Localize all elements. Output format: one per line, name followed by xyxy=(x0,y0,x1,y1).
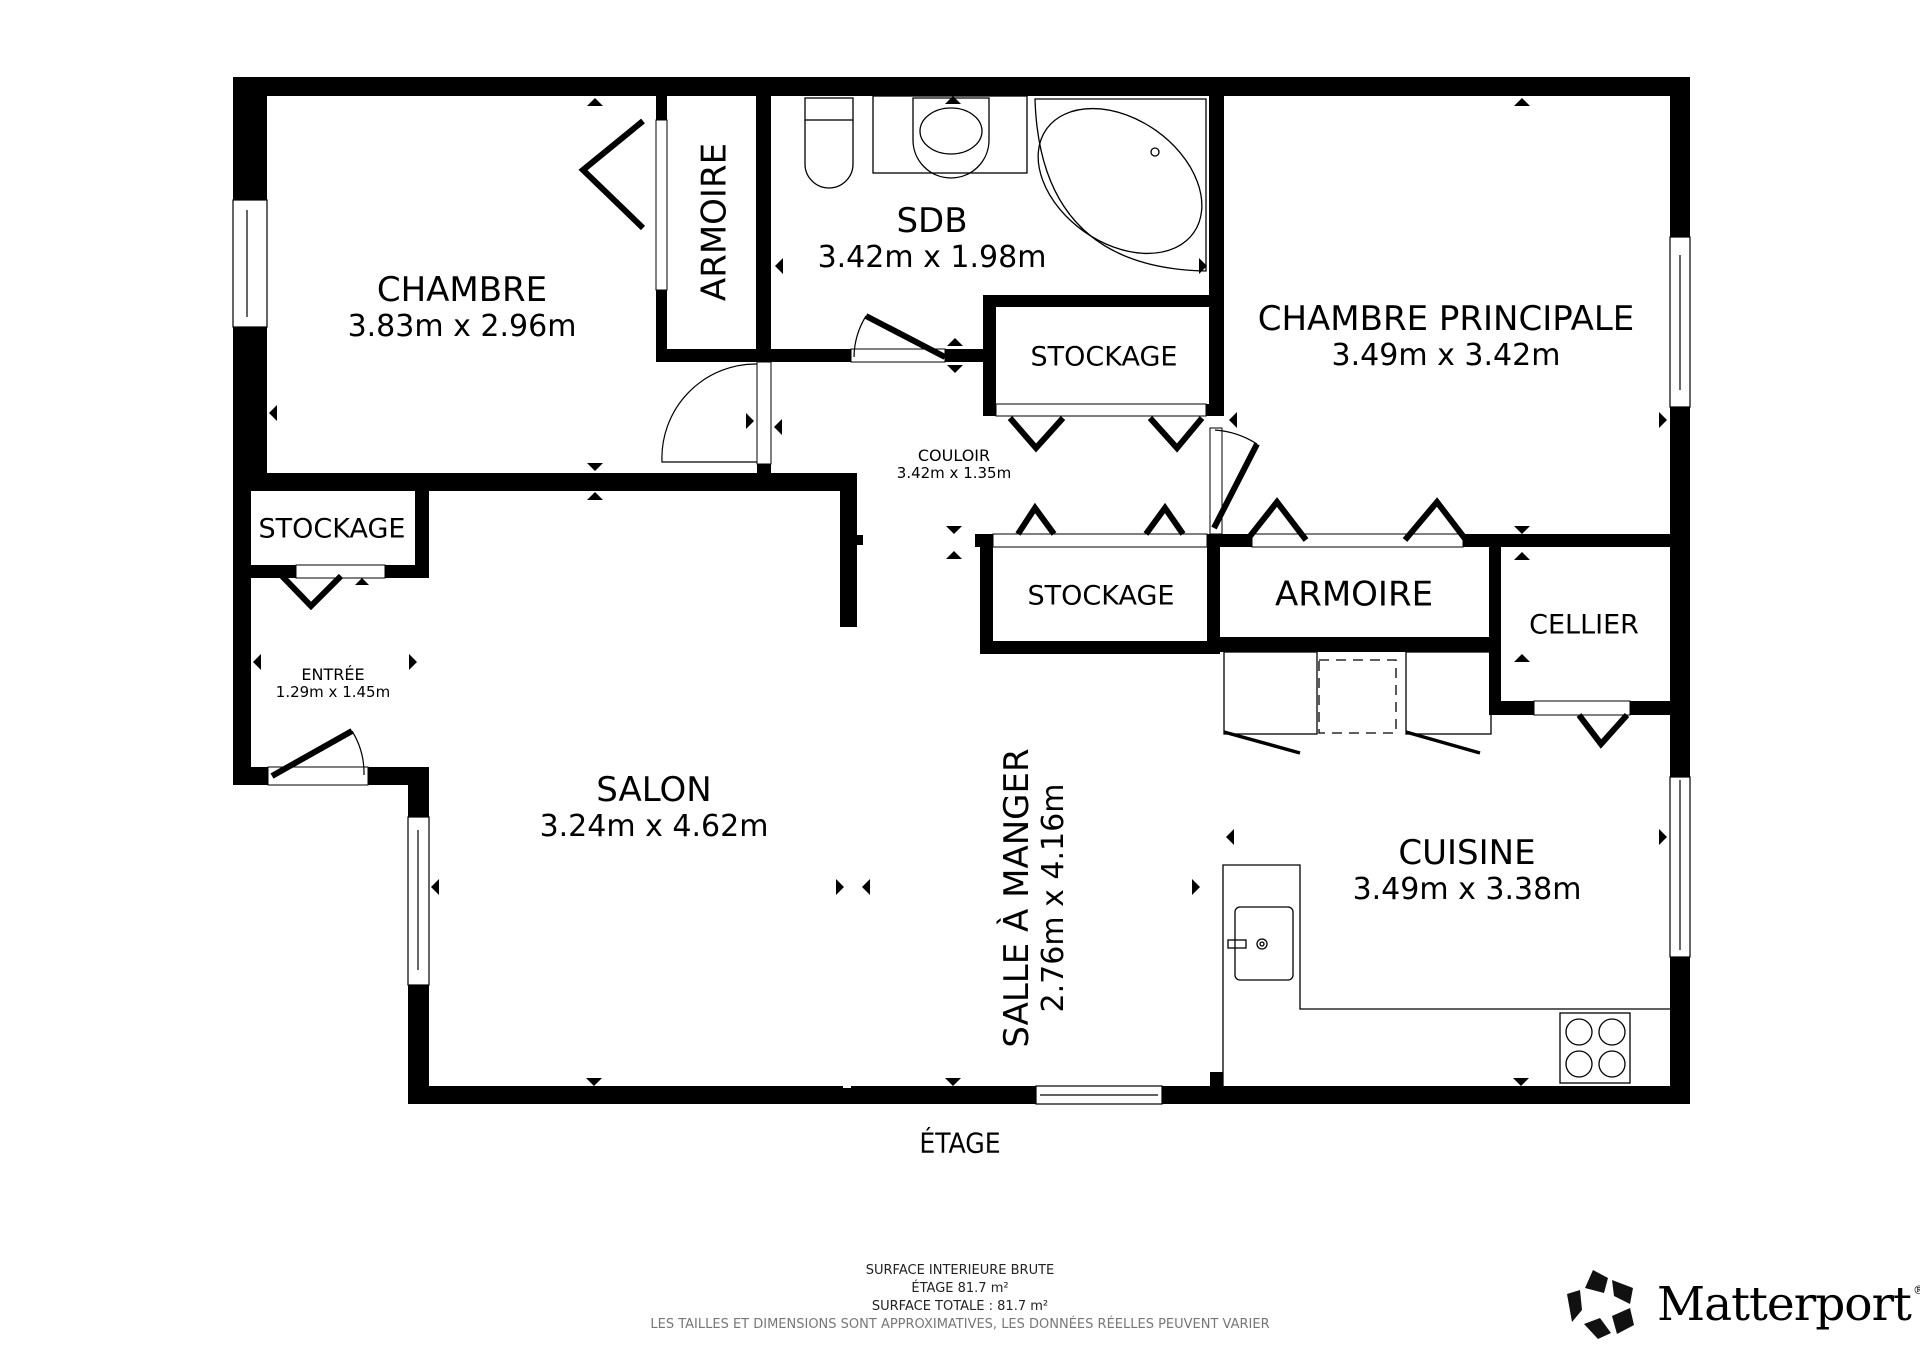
brand-name: Matterport® xyxy=(1657,1277,1920,1332)
room-name: SDB xyxy=(896,201,968,242)
room-dimensions: 3.49m x 3.38m xyxy=(1352,872,1582,908)
room-dimensions: 3.24m x 4.62m xyxy=(539,809,769,845)
matterport-logo-icon xyxy=(1567,1270,1634,1339)
room-name: STOCKAGE xyxy=(1030,341,1178,373)
brand-text: Matterport xyxy=(1657,1276,1912,1332)
room-name: ARMOIRE xyxy=(1274,574,1434,615)
room-salon: SALON 3.24m x 4.62m xyxy=(540,771,769,845)
fixtures xyxy=(804,95,1670,1086)
room-name: CELLIER xyxy=(1529,609,1639,641)
room-dimensions: 3.49m x 3.42m xyxy=(1331,338,1561,374)
total-area: SURFACE TOTALE : 81.7 m² xyxy=(871,1299,1049,1314)
room-dimensions: 2.76m x 4.16m xyxy=(1036,783,1072,1013)
room-name: SALON xyxy=(596,770,712,811)
room-stockage-sdb: STOCKAGE xyxy=(1031,341,1178,372)
room-name: CHAMBRE PRINCIPALE xyxy=(1257,299,1635,340)
room-stockage-entree: STOCKAGE xyxy=(259,513,406,544)
floor-area: ÉTAGE 81.7 m² xyxy=(911,1281,1009,1296)
sink-icon xyxy=(919,107,983,155)
room-name: COULOIR xyxy=(917,446,991,466)
room-dimensions: 3.42m x 1.35m xyxy=(896,464,1012,483)
room-dimensions: 3.83m x 2.96m xyxy=(347,309,577,345)
room-chambre-principale: CHAMBRE PRINCIPALE 3.49m x 3.42m xyxy=(1258,300,1635,374)
room-name: CUISINE xyxy=(1398,833,1536,874)
toilet-icon xyxy=(804,97,854,121)
room-entree: ENTRÉE 1.29m x 1.45m xyxy=(275,665,391,702)
disclaimer: LES TAILLES ET DIMENSIONS SONT APPROXIMA… xyxy=(650,1317,1270,1332)
cooktop-icon xyxy=(1559,1012,1631,1084)
counter-icon xyxy=(1222,864,1670,1086)
room-stockage-couloir: STOCKAGE xyxy=(1028,580,1175,611)
room-sdb: SDB 3.42m x 1.98m xyxy=(818,202,1047,276)
room-name: ARMOIRE xyxy=(694,142,735,302)
windows xyxy=(232,199,1691,1105)
room-dimensions: 1.29m x 1.45m xyxy=(275,683,391,702)
room-name: CHAMBRE xyxy=(376,270,548,311)
floor-label: ÉTAGE xyxy=(919,1126,1001,1160)
room-name: SALLE À MANGER xyxy=(997,748,1038,1048)
measure-markers xyxy=(253,96,1667,1088)
room-salle-a-manger: SALLE À MANGER 2.76m x 4.16m xyxy=(997,748,1072,1048)
room-couloir: COULOIR 3.42m x 1.35m xyxy=(896,446,1012,483)
room-armoire-couloir: ARMOIRE xyxy=(1275,575,1433,614)
room-name: STOCKAGE xyxy=(258,513,406,545)
area-summary: SURFACE INTERIEURE BRUTE ÉTAGE 81.7 m² S… xyxy=(650,1262,1269,1334)
room-armoire-chambre: ARMOIRE xyxy=(694,142,735,302)
doors xyxy=(267,118,1631,786)
matterport-logo: Matterport® xyxy=(1565,1268,1920,1340)
room-chambre: CHAMBRE 3.83m x 2.96m xyxy=(348,271,577,345)
room-dimensions: 3.42m x 1.98m xyxy=(817,240,1047,276)
registered-mark: ® xyxy=(1912,1282,1920,1297)
room-cellier: CELLIER xyxy=(1529,609,1639,640)
room-cuisine: CUISINE 3.49m x 3.38m xyxy=(1353,834,1582,908)
room-name: STOCKAGE xyxy=(1027,580,1175,612)
fridge-space-icon xyxy=(1223,651,1318,735)
area-title: SURFACE INTERIEURE BRUTE xyxy=(865,1263,1055,1278)
kitchen-sink-icon xyxy=(1234,906,1294,981)
room-name: ENTRÉE xyxy=(301,665,365,685)
vanity-icon xyxy=(872,95,1028,174)
